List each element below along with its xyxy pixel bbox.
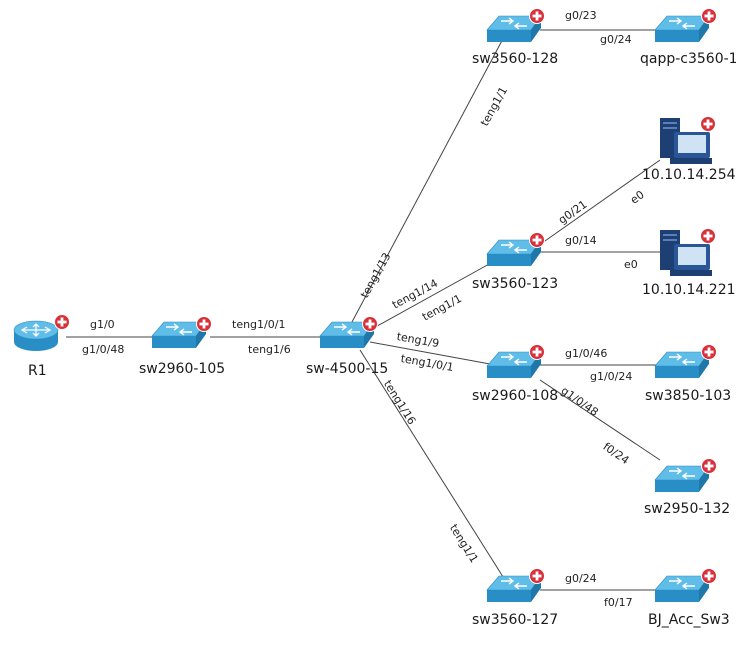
link-sw4500-15-sw3560-128[interactable] [351, 34, 506, 323]
node-label-sw3560-127: sw3560-127 [472, 612, 559, 628]
port-label: g0/14 [565, 234, 597, 247]
node-label-r1: R1 [28, 363, 47, 379]
node-label-sw4500-15: sw-4500-15 [306, 361, 389, 377]
port-label: g1/0/24 [590, 370, 633, 383]
switch-icon[interactable] [654, 568, 717, 603]
port-label: g1/0/48 [82, 343, 125, 356]
switch-icon[interactable] [486, 232, 545, 267]
switch-icon[interactable] [654, 8, 717, 43]
port-label: g0/23 [565, 9, 597, 22]
node-label-sw2950-132: sw2950-132 [644, 501, 731, 517]
node-label-host-221: 10.10.14.221 [642, 282, 736, 298]
link-sw3560-123-host254[interactable] [534, 159, 661, 249]
node-label-sw3560-123: sw3560-123 [472, 276, 559, 292]
link-sw2960-108-sw2950-132[interactable] [539, 379, 661, 461]
links [66, 29, 661, 591]
switch-icon[interactable] [654, 458, 717, 493]
port-label: teng1/6 [248, 343, 291, 356]
port-label: g0/24 [600, 33, 632, 46]
port-label: g0/24 [565, 572, 597, 585]
port-label: g1/0/46 [565, 347, 608, 360]
server-icon[interactable] [660, 228, 716, 277]
switch-icon[interactable] [486, 8, 545, 43]
port-label: f0/17 [604, 596, 633, 609]
switch-icon[interactable] [654, 344, 717, 379]
port-label: e0 [624, 258, 638, 271]
node-label-sw3560-128: sw3560-128 [472, 51, 559, 67]
node-label-qapp-c3560-1: qapp-c3560-1 [640, 51, 736, 67]
node-label-host-254: 10.10.14.254 [642, 167, 736, 183]
node-label-sw2960-108: sw2960-108 [472, 388, 559, 404]
link-sw4500-15-sw2960-108[interactable] [369, 341, 491, 365]
node-label-sw2960-105: sw2960-105 [139, 361, 226, 377]
switch-icon[interactable] [486, 568, 545, 603]
switch-icon[interactable] [319, 316, 378, 349]
router-icon[interactable] [13, 314, 70, 352]
port-label: teng1/0/1 [232, 318, 286, 331]
node-label-sw3850-103: sw3850-103 [645, 388, 732, 404]
port-label: g1/0 [90, 318, 115, 331]
link-sw4500-15-sw3560-123[interactable] [369, 257, 501, 331]
node-label-bj-acc-sw3: BJ_Acc_Sw3 [648, 612, 730, 628]
link-sw4500-15-sw3560-127[interactable] [359, 349, 506, 581]
switch-icon[interactable] [151, 316, 212, 349]
switch-icon[interactable] [486, 344, 545, 379]
server-icon[interactable] [660, 116, 716, 165]
